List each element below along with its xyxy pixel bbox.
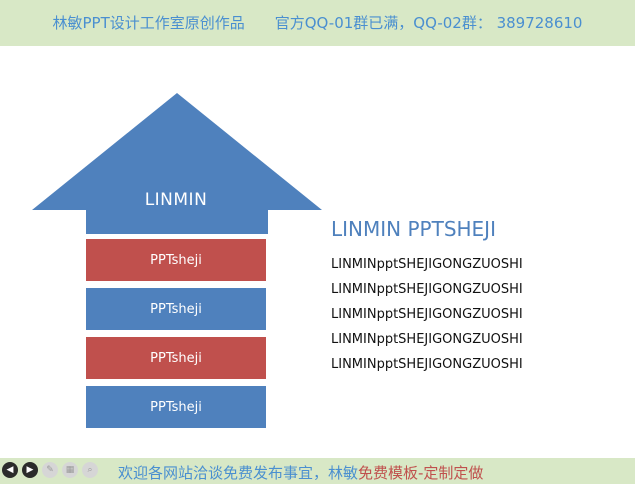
text-line-2: LINMINpptSHEJIGONGZUOSHI bbox=[331, 282, 523, 297]
bottom-banner: 欢迎各网站洽谈免费发布事宜，林敏免费模板-定制定做 bbox=[0, 458, 635, 484]
bar-4: PPTsheji bbox=[86, 386, 266, 428]
pen-icon[interactable]: ✎ bbox=[42, 462, 58, 478]
text-line-1: LINMINpptSHEJIGONGZUOSHI bbox=[331, 257, 523, 272]
arrow-head-shape bbox=[32, 93, 322, 234]
header-text: 林敏PPT设计工作室原创作品 官方QQ-01群已满，QQ-02群： 389728… bbox=[52, 14, 583, 32]
footer-text-main: 欢迎各网站洽谈免费发布事宜，林敏 bbox=[118, 464, 359, 482]
text-line-4: LINMINpptSHEJIGONGZUOSHI bbox=[331, 332, 523, 347]
text-line-5: LINMINpptSHEJIGONGZUOSHI bbox=[331, 357, 523, 372]
zoom-icon[interactable]: ⌕ bbox=[82, 462, 98, 478]
footer-text: 欢迎各网站洽谈免费发布事宜，林敏免费模板-定制定做 bbox=[118, 462, 483, 483]
slides-icon[interactable]: ▦ bbox=[62, 462, 78, 478]
play-icon[interactable]: ▶ bbox=[22, 462, 38, 478]
bar-4-label: PPTsheji bbox=[150, 399, 202, 415]
text-heading: LINMIN PPTSHEJI bbox=[331, 217, 496, 241]
prev-icon[interactable]: ◀ bbox=[2, 462, 18, 478]
bar-1: PPTsheji bbox=[86, 239, 266, 281]
text-line-3: LINMINpptSHEJIGONGZUOSHI bbox=[331, 307, 523, 322]
bar-2: PPTsheji bbox=[86, 288, 266, 330]
slideshow-controls: ◀ ▶ ✎ ▦ ⌕ bbox=[0, 462, 98, 482]
bar-3: PPTsheji bbox=[86, 337, 266, 379]
bar-3-label: PPTsheji bbox=[150, 350, 202, 366]
bar-2-label: PPTsheji bbox=[150, 301, 202, 317]
top-banner: 林敏PPT设计工作室原创作品 官方QQ-01群已满，QQ-02群： 389728… bbox=[0, 0, 635, 46]
footer-text-highlight: 免费模板-定制定做 bbox=[358, 464, 484, 482]
arrow-label: LINMIN bbox=[144, 190, 208, 210]
bar-1-label: PPTsheji bbox=[150, 252, 202, 268]
